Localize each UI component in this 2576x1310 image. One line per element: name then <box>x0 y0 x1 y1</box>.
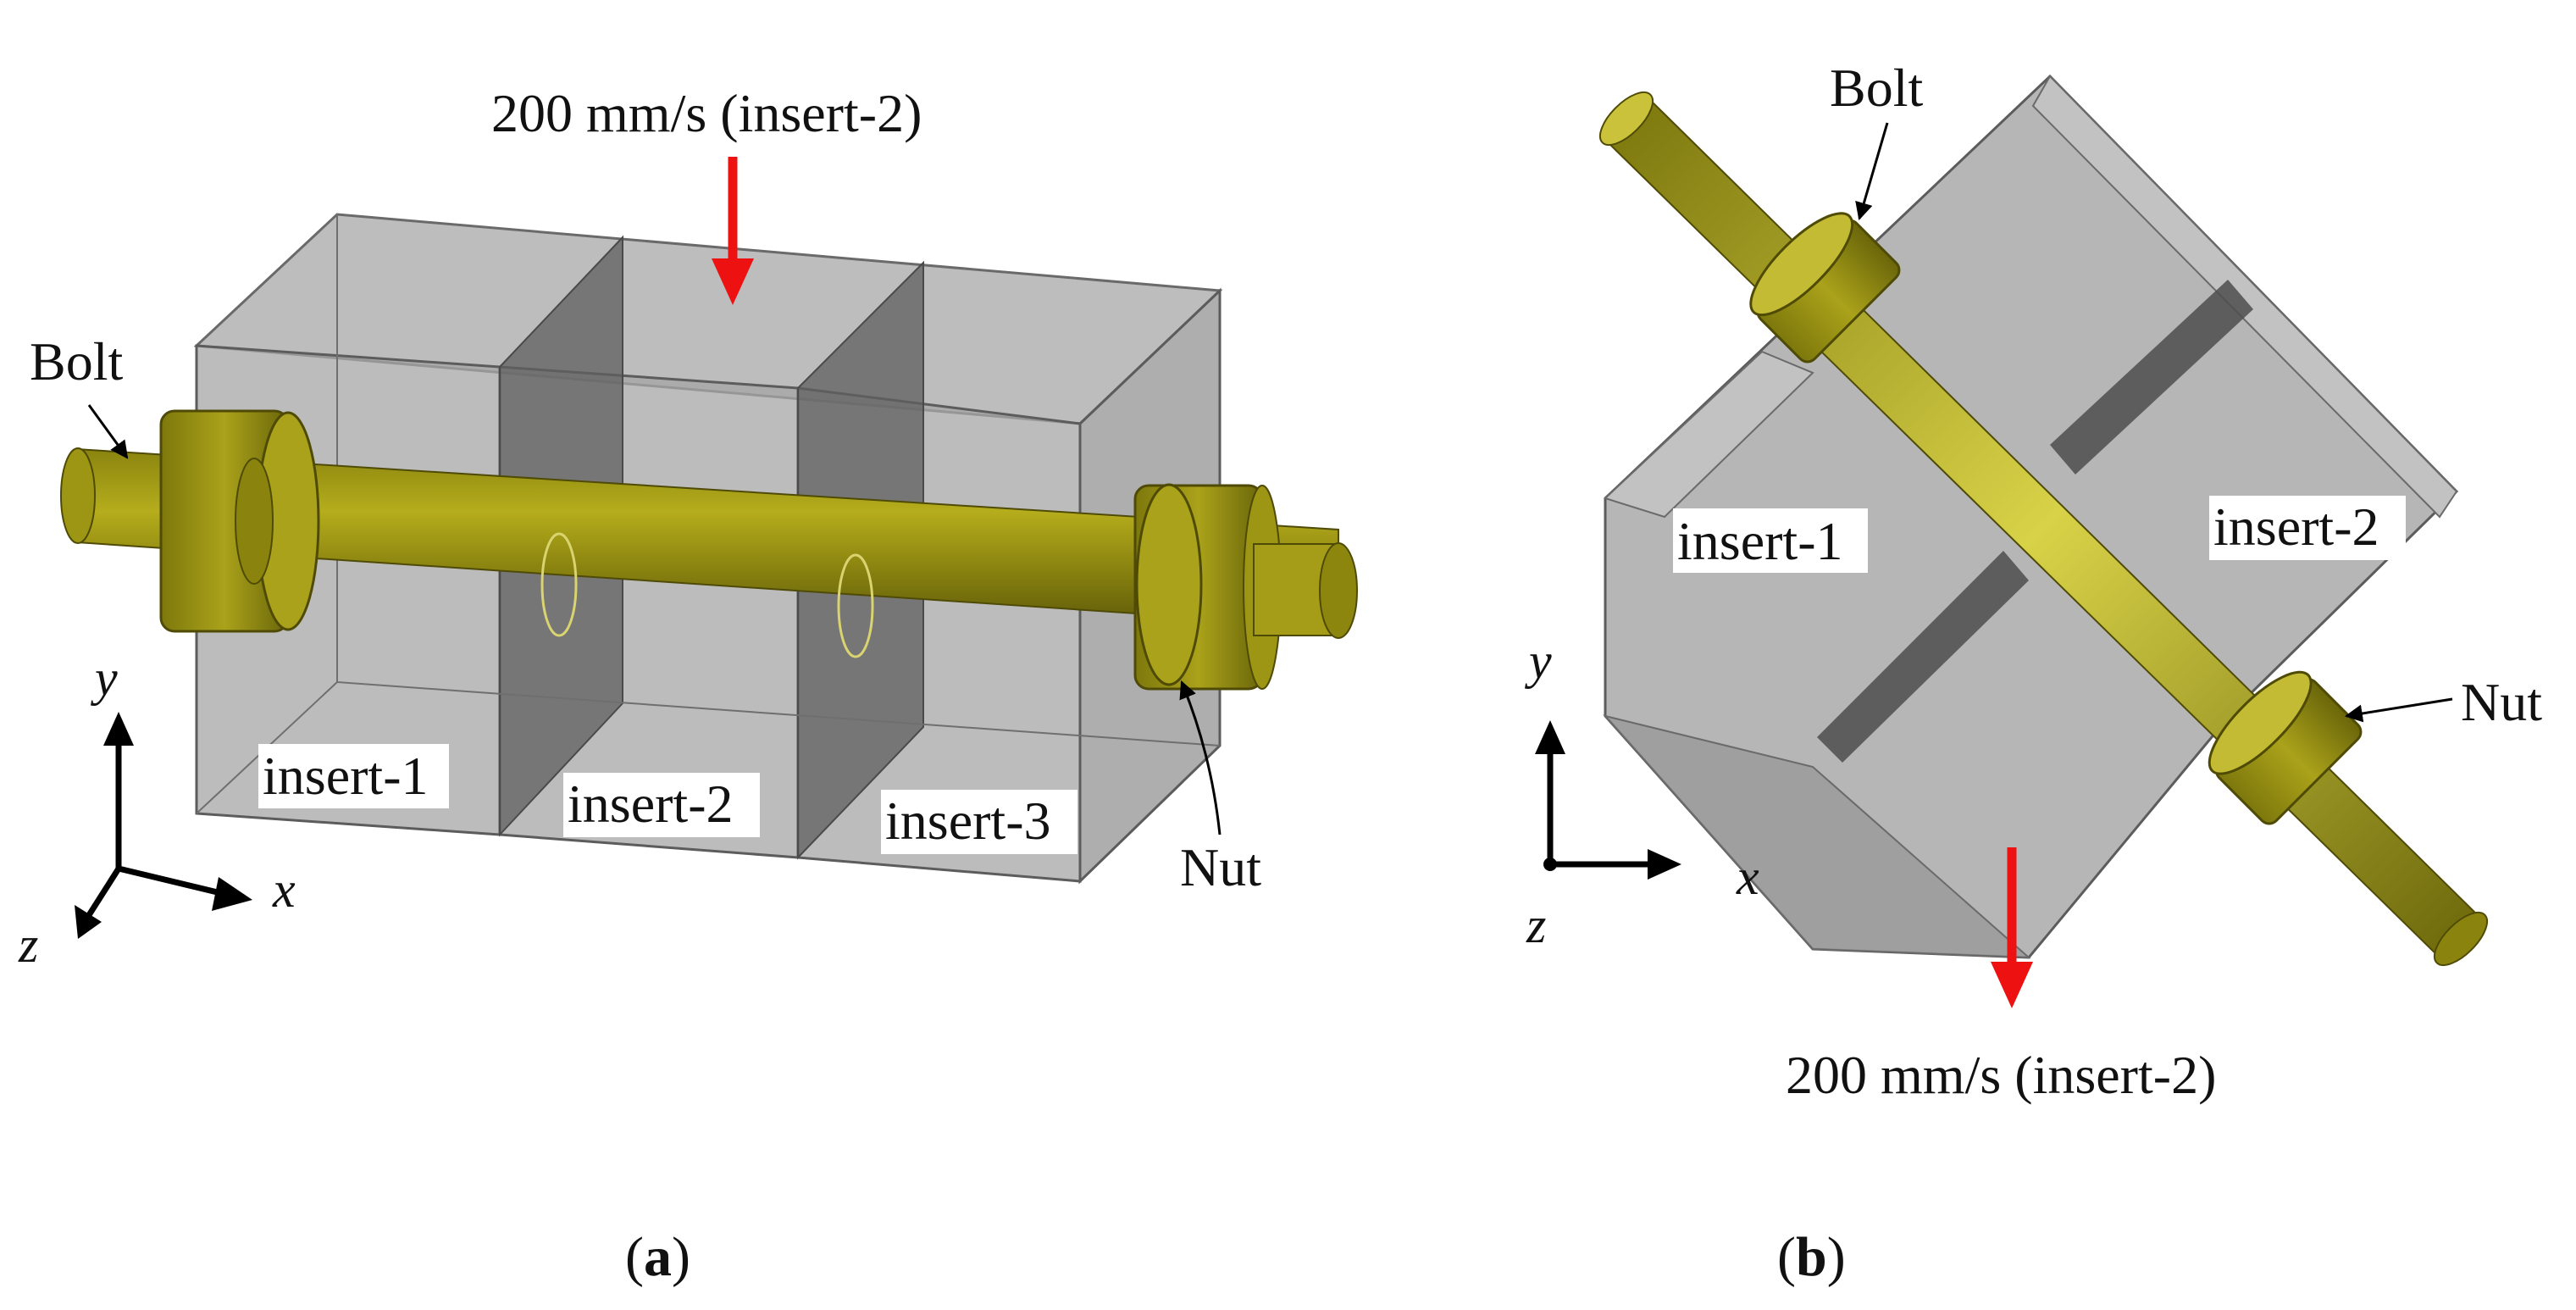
bolt-end-left <box>60 447 96 544</box>
velocity-label-a: 200 mm/s (insert-2) <box>491 83 922 143</box>
bolt-label-b: Bolt <box>1830 58 1923 118</box>
block-b-top-edge <box>1604 350 1814 519</box>
caption-b: (b) <box>1777 1226 1846 1288</box>
axis-y-label-b: y <box>1524 633 1552 689</box>
nut-leader-b <box>2344 697 2453 723</box>
caption-a: (a) <box>625 1226 690 1288</box>
insert-b-1-label: insert-1 <box>1677 511 1843 571</box>
insert-1-label: insert-1 <box>263 746 429 806</box>
insert-b-1-label-bg <box>1673 508 1868 573</box>
block-b-right-edge <box>2031 75 2458 519</box>
insert-3-label-bg <box>881 790 1077 854</box>
bolt-label-a: Bolt <box>30 331 123 391</box>
axis-triad-b <box>1535 720 1681 880</box>
block-b-bottom-face <box>1603 714 2031 959</box>
insert-b-2-label-bg <box>2209 496 2406 560</box>
axis-z-label-b: z <box>1526 897 1546 953</box>
velocity-label-b: 200 mm/s (insert-2) <box>1786 1045 2216 1105</box>
insert-2-label-bg <box>563 773 760 837</box>
insert-1-label-bg <box>258 744 449 808</box>
panel-a: 200 mm/s (insert-2) Bolt Nut insert-1 in… <box>18 83 1358 1288</box>
axis-x-label-a: x <box>272 862 296 918</box>
bolt-b <box>1598 91 2489 967</box>
axis-triad-a <box>75 712 252 939</box>
bolt-leader-a <box>87 404 129 459</box>
bolt-leader-b <box>1855 122 1889 221</box>
bolt-b-end-top <box>1598 91 1654 147</box>
bolt-end-right <box>1319 542 1358 639</box>
nut-leader-a <box>1179 680 1222 835</box>
insert-b-2-label: insert-2 <box>2213 497 2379 557</box>
nut-label-b: Nut <box>2461 672 2542 732</box>
axis-z-label-a: z <box>18 917 38 973</box>
velocity-arrow-a <box>712 157 754 305</box>
bolt-b-head <box>1749 212 1901 364</box>
nut-b-body <box>2208 670 2363 825</box>
insert-3-label: insert-3 <box>885 791 1051 851</box>
velocity-arrow-b <box>1991 847 2033 1008</box>
nut-label-a: Nut <box>1180 837 1261 897</box>
bolt-a <box>60 409 1358 691</box>
insert-2-label: insert-2 <box>568 774 734 834</box>
panel-b: 200 mm/s (insert-2) Bolt Nut insert-1 in… <box>1524 58 2542 1288</box>
axis-y-label-a: y <box>90 650 118 706</box>
interface-b-lower <box>1817 551 2029 763</box>
interface-b-upper <box>2050 280 2253 475</box>
axis-x-label-b: x <box>1736 849 1759 905</box>
